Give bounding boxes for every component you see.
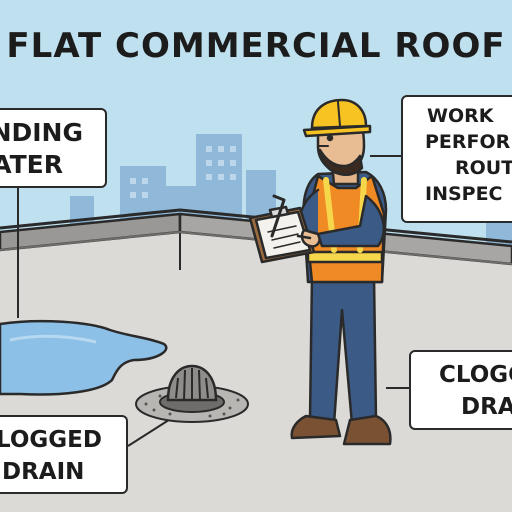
vest-stripe: [306, 250, 384, 264]
callout-text: WORK: [427, 105, 494, 127]
callout-text: ROUT: [455, 157, 512, 179]
callout-ponding-water: NDING ATER: [0, 108, 107, 188]
water-highlight: [9, 334, 97, 344]
callout-text: CLOGG: [439, 362, 512, 388]
left-boot: [290, 414, 342, 440]
leader-lines: [17, 155, 409, 447]
callout-text: PERFOR: [425, 131, 511, 153]
callout-text: NDING: [0, 118, 83, 147]
right-boot: [342, 414, 392, 446]
callout-worker-inspection: WORK PERFOR ROUT INSPEC: [401, 95, 512, 223]
skyline-windows: [130, 146, 236, 198]
roof-drain: [135, 364, 249, 423]
ponding-water: [0, 319, 168, 396]
callout-text: ATER: [0, 150, 63, 179]
callout-text: DRAIN: [2, 459, 85, 485]
callout-clogged-drain-right: CLOGG DRAI: [409, 350, 512, 430]
worker: [248, 98, 392, 446]
page-title: FLAT COMMERCIAL ROOF: [6, 26, 506, 66]
callout-text: LOGGED: [0, 427, 102, 453]
callout-text: DRAI: [461, 394, 512, 420]
callout-text: INSPEC: [425, 183, 503, 205]
callout-clogged-drain-left: LOGGED DRAIN: [0, 415, 128, 494]
